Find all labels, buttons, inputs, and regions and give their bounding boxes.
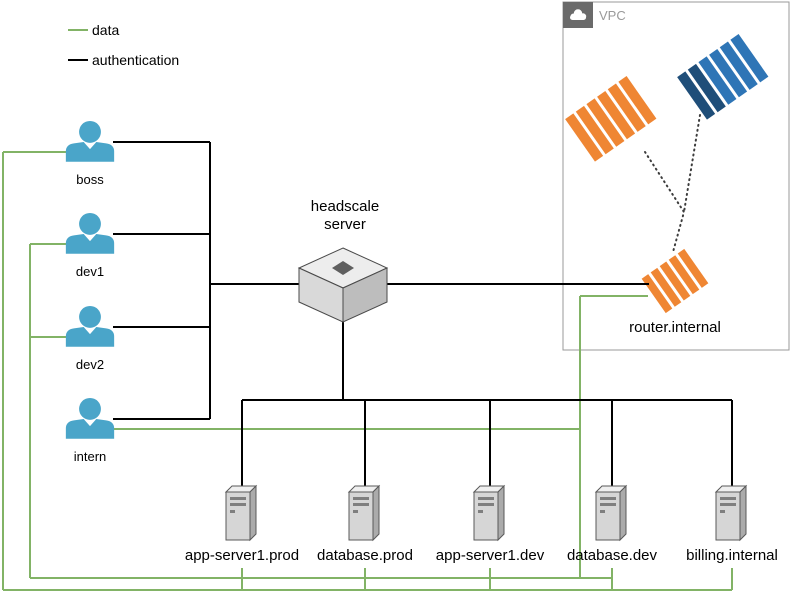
user-icon [65, 120, 115, 162]
cube-icon [297, 247, 389, 323]
user-icon-body [65, 419, 115, 439]
user-dev2: dev2 [65, 305, 115, 372]
ec2-stack-blue-icon [677, 34, 769, 120]
user-icon-head [79, 212, 101, 235]
stack-slab [677, 248, 709, 288]
tower-vent [353, 497, 369, 500]
tower-vent [600, 503, 616, 506]
vpc-container: VPC router.in [562, 1, 790, 351]
stack-slab [677, 71, 716, 120]
server-label: app-server1.dev [436, 547, 545, 564]
server-label: database.dev [567, 547, 658, 564]
server-tower-icon [224, 484, 258, 542]
tower-side [497, 484, 505, 542]
vpc-label: VPC [599, 8, 626, 23]
headscale-server: headscale server [297, 198, 389, 323]
stack-slab [565, 113, 604, 162]
stack-slab [698, 56, 737, 105]
router-stack-icon [641, 248, 709, 314]
server-appserver1dev: app-server1.dev [436, 484, 545, 564]
server-tower-icon [472, 484, 506, 542]
server-databaseprod: database.prod [317, 484, 413, 564]
user-label: intern [74, 449, 107, 464]
stack-slab [618, 76, 657, 125]
auth-edges [68, 59, 733, 487]
vpc-border [562, 1, 790, 351]
legend-data-label: data [92, 22, 119, 38]
tower-vent [230, 497, 246, 500]
tower-vent [353, 503, 369, 506]
user-icon [65, 212, 115, 254]
user-icon [65, 305, 115, 347]
server-label: app-server1.prod [185, 547, 299, 564]
tower-side [619, 484, 627, 542]
tower-side [739, 484, 747, 542]
tower-button [478, 510, 483, 513]
tower-button [720, 510, 725, 513]
cube-top-diamond [332, 261, 354, 275]
server-databasedev: database.dev [567, 484, 658, 564]
tower-vent [600, 497, 616, 500]
tower-side [372, 484, 380, 542]
tower-vent [720, 503, 736, 506]
user-icon-body [65, 327, 115, 347]
ec2-stack-orange-icon [565, 76, 657, 162]
user-dev1: dev1 [65, 212, 115, 279]
user-label: dev1 [76, 264, 104, 279]
server-billing: billing.internal [686, 484, 778, 564]
stack-slab [668, 255, 700, 295]
stack-slab [709, 48, 748, 98]
dotted-link-orange-router [644, 151, 686, 253]
server-tower-icon [347, 484, 381, 542]
stack-slab [575, 105, 614, 155]
tower-vent [478, 503, 494, 506]
tower-button [230, 510, 235, 513]
headscale-label-line2: server [324, 216, 366, 233]
stack-slab [650, 267, 682, 307]
headscale-label-line1: headscale [311, 198, 379, 215]
stack-slab [687, 63, 726, 113]
stack-slab [607, 83, 646, 132]
cloud-icon-part [570, 15, 586, 20]
user-intern: intern [65, 397, 115, 464]
stack-slab [719, 41, 758, 90]
user-icon [65, 397, 115, 439]
server-label: database.prod [317, 547, 413, 564]
data-edges [2, 29, 733, 591]
stack-slab [641, 274, 673, 314]
user-icon-head [79, 305, 101, 328]
stack-slab [586, 98, 625, 147]
router-label: router.internal [629, 319, 721, 336]
user-label: boss [76, 172, 104, 187]
legend-auth-label: authentication [92, 52, 179, 68]
cloud-icon [570, 9, 587, 20]
user-icon-body [65, 234, 115, 254]
tower-button [353, 510, 358, 513]
server-tower-icon [714, 484, 748, 542]
tower-button [600, 510, 605, 513]
server-label: billing.internal [686, 547, 778, 564]
stack-slab [659, 261, 691, 301]
user-icon-head [79, 397, 101, 420]
cube-right-face [342, 267, 388, 323]
dotted-link-blue-router [683, 114, 701, 213]
user-icon-head [79, 120, 101, 143]
tower-side [249, 484, 257, 542]
user-icon-body [65, 142, 115, 162]
user-label: dev2 [76, 357, 104, 372]
user-boss: boss [65, 120, 115, 187]
stack-slab [597, 90, 636, 140]
tower-vent [478, 497, 494, 500]
tower-vent [720, 497, 736, 500]
server-appserver1prod: app-server1.prod [185, 484, 299, 564]
stack-slab [730, 34, 769, 83]
tower-vent [230, 503, 246, 506]
server-tower-icon [594, 484, 628, 542]
